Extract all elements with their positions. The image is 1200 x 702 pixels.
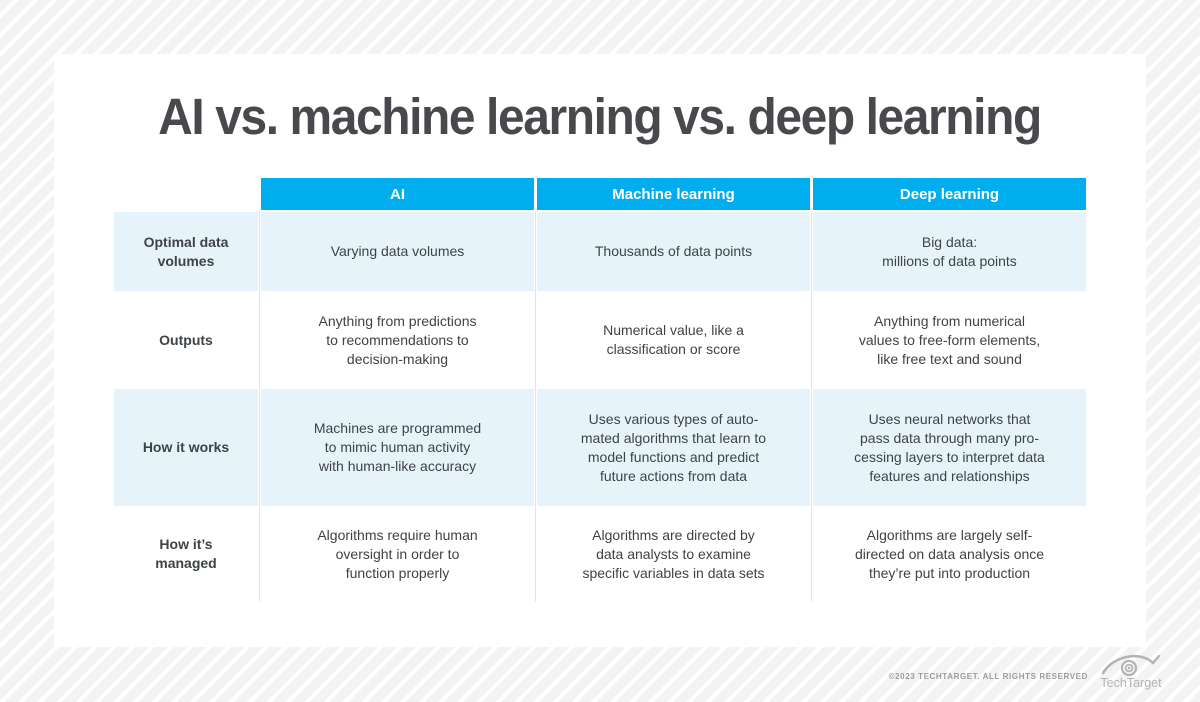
logo-wordmark: TechTarget xyxy=(1100,676,1162,690)
techtarget-logo: TechTarget xyxy=(1100,650,1162,690)
column-divider xyxy=(259,212,260,602)
table-cell-dl-optimal-data: Big data: millions of data points xyxy=(813,212,1086,291)
table-cell-ai-outputs: Anything from predictions to recommendat… xyxy=(261,291,534,389)
table-corner-cell xyxy=(114,178,258,212)
comparison-table: AI Machine learning Deep learning Optima… xyxy=(114,178,1086,602)
table-cell-ai-optimal-data: Varying data volumes xyxy=(261,212,534,291)
table-cell-ml-how-its-managed: Algorithms are directed by data analysts… xyxy=(537,506,810,602)
column-divider xyxy=(811,212,812,602)
row-label-how-it-works: How it works xyxy=(114,389,258,506)
table-cell-ai-how-its-managed: Algorithms require human oversight in or… xyxy=(261,506,534,602)
row-label-outputs: Outputs xyxy=(114,291,258,389)
infographic-card: AI vs. machine learning vs. deep learnin… xyxy=(54,54,1146,647)
page-title-text: AI vs. machine learning vs. deep learnin… xyxy=(158,88,1043,145)
column-header-deep-learning: Deep learning xyxy=(813,178,1086,212)
copyright-text: ©2023 TechTarget. All rights reserved xyxy=(888,672,1088,681)
table-cell-ml-optimal-data: Thousands of data points xyxy=(537,212,810,291)
table-cell-dl-outputs: Anything from numerical values to free-f… xyxy=(813,291,1086,389)
column-header-ai: AI xyxy=(261,178,534,212)
table-cell-ml-how-it-works: Uses various types of auto- mated algori… xyxy=(537,389,810,506)
column-header-machine-learning: Machine learning xyxy=(537,178,810,212)
table-cell-ml-outputs: Numerical value, like a classification o… xyxy=(537,291,810,389)
row-label-how-its-managed: How it’s managed xyxy=(114,506,258,602)
row-label-optimal-data-volumes: Optimal data volumes xyxy=(114,212,258,291)
column-divider xyxy=(535,212,536,602)
table-cell-dl-how-it-works: Uses neural networks that pass data thro… xyxy=(813,389,1086,506)
table-cell-ai-how-it-works: Machines are programmed to mimic human a… xyxy=(261,389,534,506)
table-cell-dl-how-its-managed: Algorithms are largely self- directed on… xyxy=(813,506,1086,602)
eye-target-icon xyxy=(1101,654,1161,677)
page-title: AI vs. machine learning vs. deep learnin… xyxy=(54,88,1146,146)
